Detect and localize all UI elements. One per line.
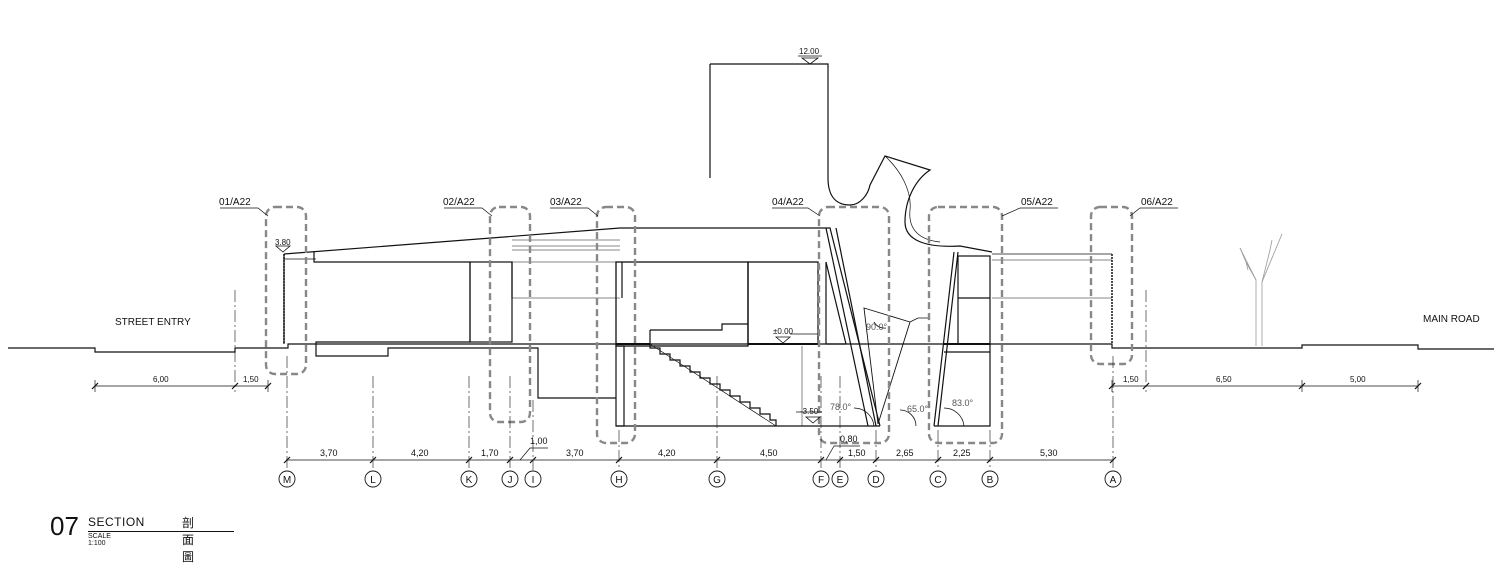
grid-bubble-B: B (981, 470, 999, 488)
angle-83: 83.0° (952, 398, 974, 408)
grid-bubble-F: F (812, 470, 830, 488)
drawing-title-cn: 剖面圖 (182, 516, 195, 564)
grid-dim-4: 3,70 (566, 448, 584, 458)
svg-text:A: A (1110, 475, 1117, 486)
roof-line (283, 227, 881, 427)
grid-bubble-I: I (524, 470, 542, 488)
svg-text:M: M (283, 475, 291, 486)
ground-line (8, 343, 1494, 353)
grid-dim-2: 4,20 (411, 448, 429, 458)
svg-text:F: F (818, 475, 824, 486)
level-ground: ±0.00 (773, 327, 794, 336)
grid-bubble-J: J (501, 470, 519, 488)
title-underline (88, 531, 234, 532)
grid-dim-7: 1,50 (848, 448, 866, 458)
grid-dim-10: 5,30 (1040, 448, 1058, 458)
detail-box-06 (1089, 205, 1134, 366)
site-dim-2: 1,50 (243, 375, 259, 384)
grid-dim-8: 2,65 (896, 448, 914, 458)
svg-text:C: C (934, 475, 941, 486)
small-dim-2: 0,80 (840, 434, 858, 444)
svg-text:E: E (837, 475, 844, 486)
svg-text:G: G (713, 475, 721, 486)
svg-text:L: L (370, 475, 376, 486)
grid-bubble-A: A (1104, 470, 1122, 488)
section-drawing: STREET ENTRY MAIN ROAD 01/A22 02/A22 03/… (8, 47, 1494, 488)
grid-bubble-D: D (867, 470, 885, 488)
grid-bubble-K: K (460, 470, 478, 488)
angle-78: 78.0° (830, 402, 852, 412)
detail-box-04 (817, 205, 891, 445)
detail-box-03 (595, 205, 637, 445)
drawing-title: SECTION (88, 515, 145, 529)
grid-dim-5: 4,20 (658, 448, 676, 458)
site-dim-4: 6,50 (1216, 375, 1232, 384)
tree-icon (1239, 233, 1283, 346)
detail-box-02 (488, 205, 532, 424)
grid-bubble-L: L (364, 470, 382, 488)
level-basement: -3.50 (800, 407, 819, 416)
callout-05: 05/A22 (1021, 197, 1053, 208)
grid-dim-9: 2,25 (953, 448, 971, 458)
drawing-scale: SCALE 1:100 (88, 533, 111, 547)
callout-02: 02/A22 (443, 197, 475, 208)
detail-box-05 (927, 205, 1004, 445)
level-top: 12.00 (799, 47, 820, 56)
callout-06: 06/A22 (1141, 197, 1173, 208)
grid-bubble-G: G (708, 470, 726, 488)
detail-box-01 (264, 205, 308, 376)
small-dim-1: 1,00 (530, 436, 548, 446)
grid-bubble-M: M (278, 470, 296, 488)
svg-text:K: K (466, 475, 473, 486)
angle-65: 65.0° (907, 404, 929, 414)
svg-text:I: I (532, 475, 535, 486)
level-left-roof: 3.80 (275, 238, 291, 247)
grid-bubble-C: C (929, 470, 947, 488)
site-dim-3: 1,50 (1123, 375, 1139, 384)
svg-text:J: J (508, 475, 513, 486)
svg-text:D: D (872, 475, 879, 486)
site-dim-5: 5,00 (1350, 375, 1366, 384)
street-entry-label: STREET ENTRY (115, 317, 191, 328)
grid-dim-3: 1,70 (481, 448, 499, 458)
grid-dim-6: 4,50 (760, 448, 778, 458)
grid-dim-1: 3,70 (320, 448, 338, 458)
grid-bubble-H: H (610, 470, 628, 488)
main-road-label: MAIN ROAD (1423, 314, 1480, 325)
svg-text:H: H (615, 475, 622, 486)
site-dim-1: 6,00 (153, 375, 169, 384)
grid-bubbles: M L K J I H G F E D C B A (278, 470, 1122, 488)
grid-bubble-E: E (831, 470, 849, 488)
callout-01: 01/A22 (219, 197, 251, 208)
angle-90: 90.0° (866, 322, 888, 332)
callout-04: 04/A22 (772, 197, 804, 208)
drawing-number: 07 (50, 511, 79, 541)
callout-03: 03/A22 (550, 197, 582, 208)
svg-text:B: B (987, 475, 994, 486)
